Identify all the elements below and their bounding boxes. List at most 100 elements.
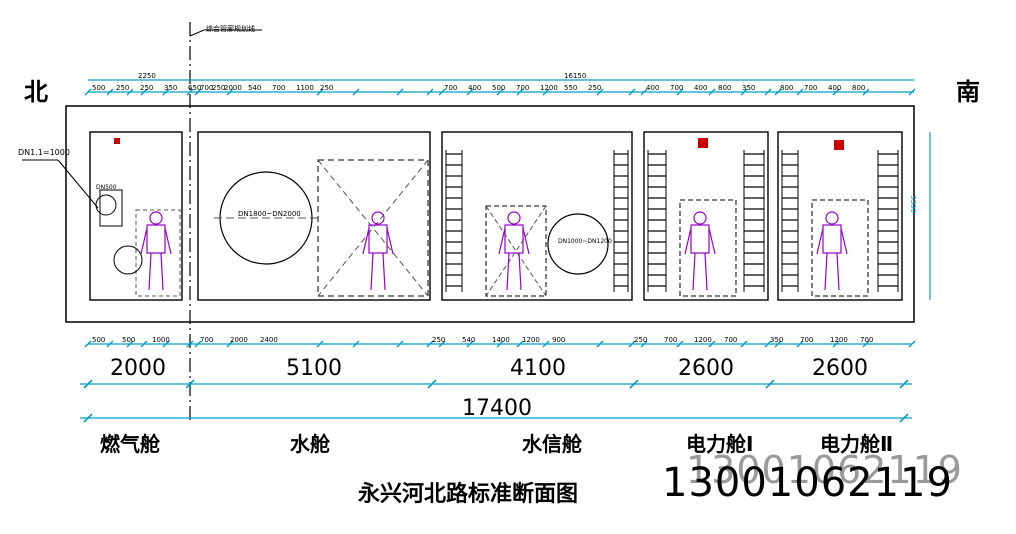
tick (162, 340, 170, 348)
tick (796, 88, 804, 96)
divider-note: 综合管廊规划线 (206, 25, 255, 33)
side-label-leader-2 (57, 159, 99, 209)
top-dim-text: 800 (718, 84, 731, 92)
tick (740, 88, 748, 96)
north-label: 北 (24, 78, 48, 106)
tick (628, 340, 636, 348)
top-dim-text: 540 (248, 84, 261, 92)
bottom-dim-text: 700 (200, 336, 213, 344)
top-dim-text: 250 (116, 84, 129, 92)
tick (542, 340, 550, 348)
bottom-dim-text: 1200 (694, 336, 712, 344)
total-width: 17400 (462, 396, 532, 421)
tick (774, 340, 782, 348)
top-dim-text: 2000 (224, 84, 242, 92)
top-dim-text: 800 (852, 84, 865, 92)
bottom-dim-text: 350 (770, 336, 783, 344)
tunnel-outline (65, 105, 915, 323)
tick (396, 88, 404, 96)
tick (796, 340, 804, 348)
cabin-power-1 (643, 131, 769, 301)
tick (194, 340, 202, 348)
cabin-name-power-2: 电力舱Ⅱ (820, 432, 894, 456)
divider-leader (189, 29, 205, 37)
tick (516, 340, 524, 348)
top-dim-text: 700 (272, 84, 285, 92)
bottom-dim-text: 1400 (492, 336, 510, 344)
tick (764, 340, 772, 348)
top-dim-text: 250 (212, 84, 225, 92)
tick (83, 413, 93, 423)
tick (832, 340, 840, 348)
cabin-width-power-1: 2600 (678, 356, 734, 381)
cabin-water-signal (441, 131, 633, 301)
top-dim-text: 400 (468, 84, 481, 92)
top-dim-text: 250 (320, 84, 333, 92)
rack-rungs (446, 153, 898, 287)
tick (140, 88, 148, 96)
height-dimension: 3300 (908, 195, 917, 213)
tick (708, 88, 716, 96)
cabin-gas (89, 131, 183, 301)
tick (542, 88, 550, 96)
tick (126, 88, 134, 96)
tick (226, 88, 234, 96)
side-label: DN1.1=1000 (18, 148, 70, 157)
tick (162, 88, 170, 96)
worker-figure (816, 211, 848, 291)
tick (676, 88, 684, 96)
tick (194, 88, 202, 96)
top-dim-text: 800 (780, 84, 793, 92)
tick (84, 340, 92, 348)
top-dim-text: 650 (188, 84, 201, 92)
tick (640, 340, 648, 348)
tick (427, 379, 437, 389)
tick (226, 340, 234, 348)
bottom-dim-text: 2000 (230, 336, 248, 344)
top-dim-text: 400 (694, 84, 707, 92)
tick (596, 340, 604, 348)
tick (185, 379, 195, 389)
cabin-width-power-2: 2600 (812, 356, 868, 381)
tick (774, 88, 782, 96)
bottom-dim-text: 900 (552, 336, 565, 344)
worker-figure (684, 211, 716, 291)
tick (316, 340, 324, 348)
worker-figure (140, 211, 172, 291)
bottom-dim-text: 700 (664, 336, 677, 344)
cabin-water (197, 131, 431, 301)
top-dim-text: 1100 (296, 84, 314, 92)
top-overall-1: 2250 (138, 72, 156, 80)
tick (426, 340, 434, 348)
workers (140, 211, 848, 291)
tick (466, 340, 474, 348)
tick (396, 340, 404, 348)
tick (765, 379, 775, 389)
tick (140, 340, 148, 348)
cabin-name-water: 水舱 (290, 432, 330, 456)
equipment-marks (114, 138, 844, 150)
tick (899, 413, 909, 423)
tick (106, 88, 114, 96)
top-overall-2: 16150 (564, 72, 587, 80)
bottom-dim-text: 540 (462, 336, 475, 344)
bottom-dim-text: 1200 (522, 336, 540, 344)
tick (640, 88, 648, 96)
tick (596, 88, 604, 96)
top-dim-text: 250 (588, 84, 601, 92)
top-dim-text: 1200 (540, 84, 558, 92)
tick (466, 88, 474, 96)
cabin-name-power-1: 电力舱Ⅰ (686, 432, 754, 456)
dimension-lines (80, 79, 931, 419)
bottom-dim-text: 1000 (152, 336, 170, 344)
tick (676, 340, 684, 348)
tick (438, 88, 446, 96)
tick (186, 88, 194, 96)
tick (764, 88, 772, 96)
tick (496, 88, 504, 96)
top-dim-text: 350 (164, 84, 177, 92)
bottom-dim-text: 2400 (260, 336, 278, 344)
tick (629, 379, 639, 389)
